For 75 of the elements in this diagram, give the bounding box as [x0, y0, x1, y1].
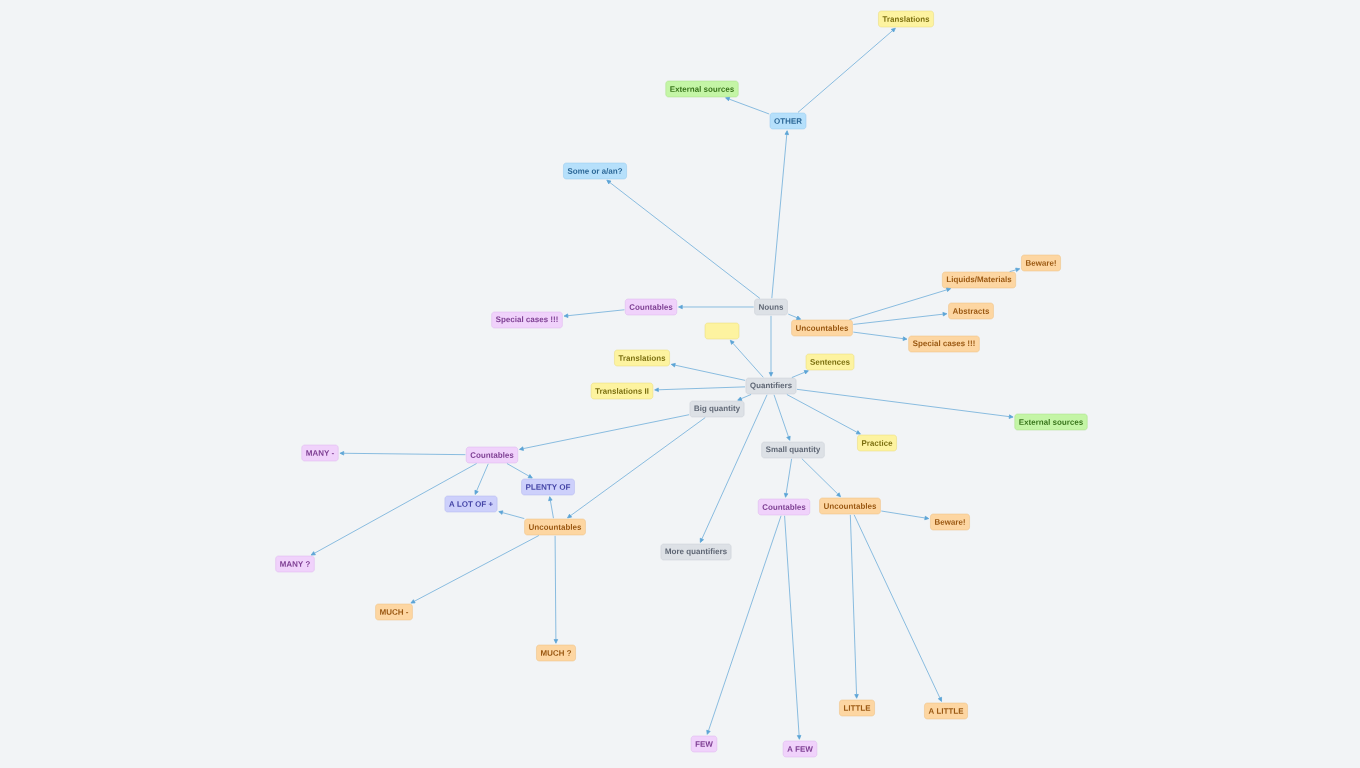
connector-arrow [474, 463, 489, 495]
topic-box: LITTLE [839, 699, 875, 717]
connector-arrow [880, 510, 930, 521]
topic-box: Special cases !!! [908, 335, 980, 353]
connector-arrow [853, 514, 942, 702]
connector-arrow [852, 331, 908, 341]
connector-arrow [849, 287, 951, 320]
connector-arrow [737, 394, 752, 401]
connector-arrow [553, 535, 559, 644]
topic-box: Sentences [805, 353, 855, 371]
topic-box: Special cases !!! [491, 311, 563, 329]
connector-arrow [768, 315, 774, 377]
topic-box: Countables [758, 498, 811, 516]
connector-arrow [706, 515, 782, 735]
topic-box: Countables [625, 298, 678, 316]
topic-box: A FEW [782, 740, 818, 758]
topic-box: Uncountables [791, 319, 853, 337]
connector-arrow [773, 394, 791, 441]
topic-box: Practice [857, 434, 897, 452]
connector-arrow [519, 414, 690, 451]
connector-arrow [787, 313, 801, 320]
topic-box: Translations II [590, 382, 654, 400]
connector-arrow [563, 309, 625, 318]
connector-arrow [725, 97, 770, 115]
connector-arrow [796, 388, 1014, 419]
topic-box: A LOT OF + [444, 495, 498, 513]
topic-box: PLENTY OF [521, 478, 575, 496]
topic-box: Uncountables [524, 518, 586, 536]
connector-arrow [339, 451, 466, 456]
topic-box: Liquids/Materials [942, 271, 1016, 289]
connector-arrow [791, 370, 809, 378]
topic-box: FEW [690, 735, 718, 753]
topic-box: Beware! [930, 513, 970, 531]
connector-arrow [548, 496, 554, 519]
topic-box: Quantifiers [745, 377, 797, 395]
topic-box: MANY ? [275, 555, 315, 573]
topic-box: Beware! [1021, 254, 1061, 272]
connector-arrow [498, 510, 525, 519]
topic-box: MUCH - [375, 603, 413, 621]
connector-arrow [410, 535, 540, 604]
topic-box: MUCH ? [536, 644, 576, 662]
connector-arrow [670, 363, 746, 381]
topic-box: External sources [665, 80, 739, 98]
topic-box: Translations [878, 10, 934, 28]
connector-arrow [654, 386, 746, 392]
topic-box: External sources [1014, 413, 1088, 431]
connector-arrow [784, 515, 802, 740]
blank-box [704, 322, 740, 340]
connector-arrow [310, 463, 477, 556]
connector-arrow [852, 312, 948, 325]
connector-arrow [567, 417, 706, 519]
connector-arrow [771, 130, 789, 299]
topic-box: Nouns [754, 298, 788, 316]
connector-arrow [849, 514, 859, 699]
topic-box: Uncountables [819, 497, 881, 515]
topic-box: Translations [614, 349, 670, 367]
connector-arrow [606, 179, 761, 299]
topic-box: MANY - [301, 444, 339, 462]
connector-arrow [699, 394, 768, 543]
connector-arrow [506, 463, 533, 479]
connector-arrow [784, 458, 792, 498]
topic-box: Big quantity [689, 400, 745, 418]
connector-arrow [797, 27, 896, 113]
connector-arrow [801, 458, 841, 498]
topic-box: A LITTLE [924, 702, 968, 720]
topic-box: More quantifiers [660, 543, 732, 561]
connector-arrow [729, 339, 764, 378]
topic-box: Abstracts [948, 302, 994, 320]
connector-arrow [1009, 267, 1021, 272]
connector-arrow [786, 394, 861, 435]
topic-box: Small quantity [761, 441, 825, 459]
topic-box: Countables [466, 446, 519, 464]
topic-box: Some or a/an? [563, 162, 627, 180]
topic-box: OTHER [769, 112, 807, 130]
connector-arrow [678, 304, 755, 310]
